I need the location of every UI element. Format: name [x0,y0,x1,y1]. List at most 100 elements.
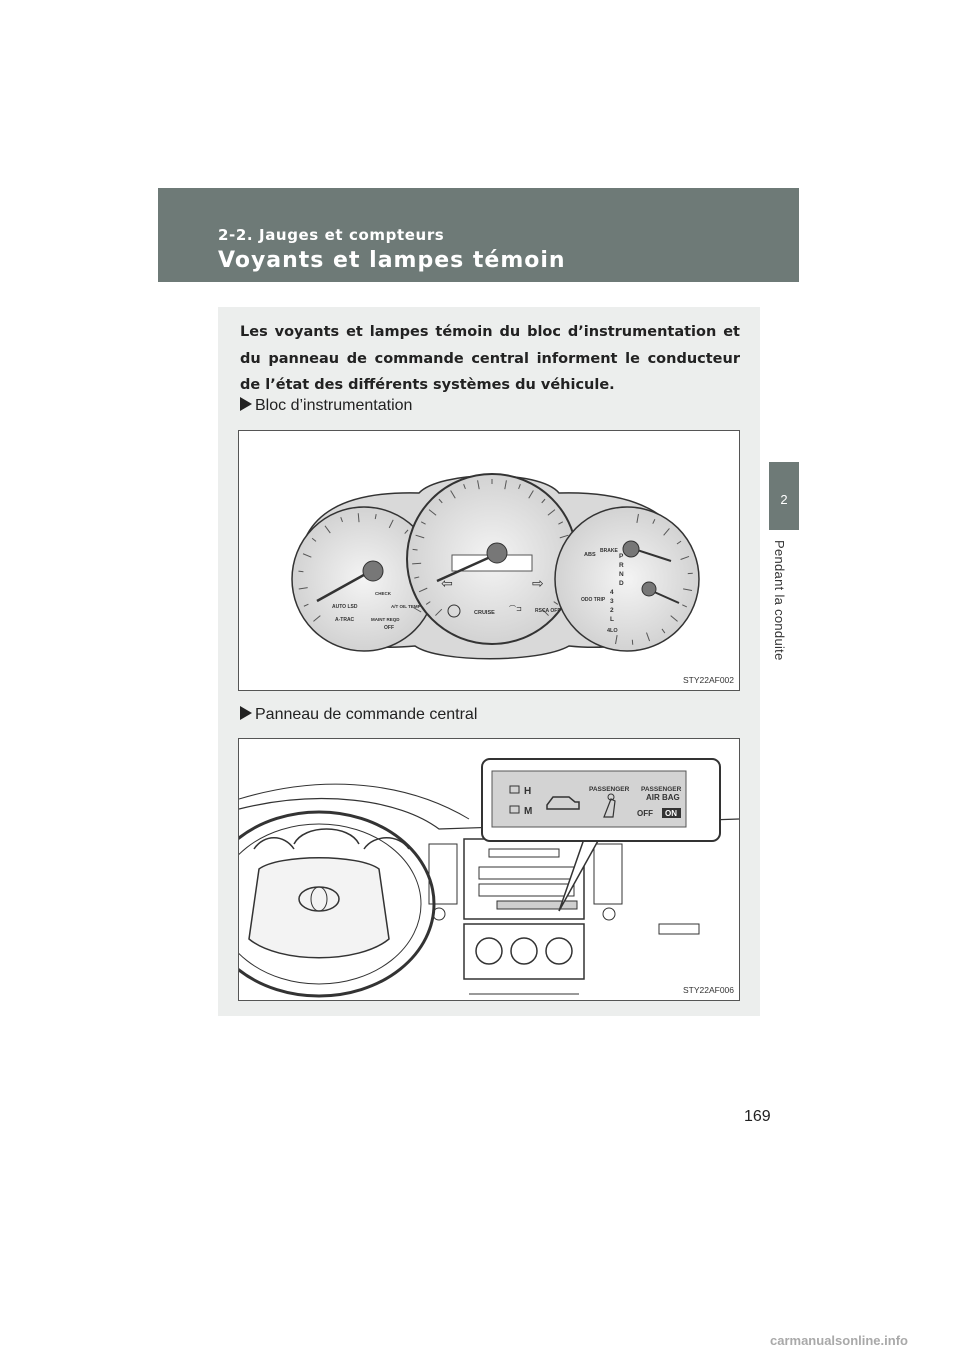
airbag-indicator-display [491,770,687,828]
turn-left-arrow-icon: ⇦ [441,575,453,591]
header-bar: 2-2. Jauges et compteurs Voyants et lamp… [158,188,799,282]
gauge-tick [311,537,317,542]
tire-pressure-icon [447,604,461,618]
a-trac-label: A-TRAC [335,617,355,623]
intro-paragraph: Les voyants et lampes témoin du bloc d’i… [240,324,740,393]
gauge-tick [303,603,309,607]
rsca-off-label: RSCA OFF [535,608,560,614]
gauge-tick [340,517,343,523]
gauge-tick [374,514,377,520]
gauge-tick [298,587,308,590]
tachometer-needle [316,569,372,603]
gear-letter: R [619,562,624,569]
temp-gauge-needle [651,590,680,604]
gauge-tick [413,607,422,613]
gauge-tick [415,534,425,539]
on-indicator-bg [662,808,681,818]
figure-code: STY22AF006 [682,985,734,995]
abs-label: ABS [584,552,596,558]
gauge-tick [652,518,656,524]
chapter-tab: 2 [769,462,799,530]
auto-lsd-label: AUTO LSD [332,604,358,610]
subheading-center-panel: Panneau de commande central [240,706,477,724]
off-label: OFF [384,625,394,631]
gauge-tick [425,601,431,605]
gauge-tick [670,615,678,622]
right-air-vent [593,843,623,905]
gauge-tick [615,635,618,645]
gauge-tick [313,615,321,622]
subheading-text: Panneau de commande central [255,706,478,723]
passenger-airbag-indicator-panel [496,900,578,910]
gauge-tick [682,604,688,608]
chapter-label: Pendant la conduite [772,540,787,661]
gauge-tick [302,553,312,558]
gauge-tick [463,484,466,490]
h-label: H [524,786,531,797]
four-lo-label: 4LO [607,628,618,634]
cruise-label: CRUISE [474,610,495,616]
gauge-tick [418,587,428,593]
gauge-tick [412,548,418,551]
page-title: Voyants et lampes témoin [218,248,566,273]
triangle-arrow-icon [240,706,252,720]
center-panel-figure: H M PASSENGER PASSENGER AIR BAG OFF ON S… [238,738,740,1001]
gauge-tick [663,528,670,536]
chapter-number: 2 [780,492,788,507]
off-indicator: OFF [637,809,653,818]
subheading-text: Bloc d’instrumentation [255,397,413,414]
gear-letter: 2 [610,607,614,614]
gauge-tick [388,519,394,529]
section-label: 2-2. Jauges et compteurs [218,226,445,244]
check-label: CHECK [375,591,392,596]
seatbelt-icon [603,798,616,818]
gauge-tick [450,490,456,499]
temp-gauge-hub [641,581,657,597]
m-label: M [524,806,532,817]
subheading-instrument-cluster: Bloc d’instrumentation [240,397,412,415]
gauge-tick [558,521,564,525]
triangle-arrow-icon [240,397,252,411]
gauge-tick [420,521,426,525]
vehicle-icon [546,796,580,810]
gauge-tick [541,608,549,616]
fuel-temp-gauge [554,506,700,652]
gauge-tick [414,576,420,579]
gauge-tick [680,555,690,560]
gauge-tick [435,608,443,616]
odo-trip-label: ODO TRIP [581,597,606,603]
gear-letter: 4 [610,589,614,596]
gauge-tick [477,480,480,490]
gauge-tick [518,484,521,490]
gear-letter: D [619,580,624,587]
gear-letter: L [610,616,614,623]
on-indicator: ON [665,809,677,818]
gauge-tick [547,509,556,516]
air-bag-label: AIR BAG [646,793,680,802]
gauge-tick [559,534,569,539]
left-air-vent [428,843,458,905]
gauge-tick [438,498,443,504]
gauge-tick [541,498,546,504]
speedometer-hub [486,542,508,564]
gauge-tick [412,562,422,565]
gauge-tick [428,509,437,516]
gauge-tick [676,540,682,545]
gauge-tick [404,529,409,534]
instrument-cluster-figure: ⇦ ⇨ CRUISE ⌒⊐ RSCA OFF ABS BRAKE ODO TRI… [238,430,740,691]
center-panel-illustration: H M PASSENGER PASSENGER AIR BAG OFF ON [239,758,739,998]
at-oil-temp-label: A/T OIL TEMP [391,604,421,609]
gauge-tick [528,490,534,499]
steering-hub [248,857,390,959]
tachometer-hub [362,560,384,582]
gauge-tick [553,601,559,605]
turn-right-arrow-icon: ⇨ [532,575,544,591]
watermark: carmanualsonline.info [770,1333,908,1348]
gauge-tick [636,513,639,523]
page-number: 169 [744,1108,771,1125]
gauge-tick [298,570,304,573]
passenger-label-1: PASSENGER [589,786,630,793]
brake-label: BRAKE [600,548,618,554]
content-box: Les voyants et lampes témoin du bloc d’i… [218,307,760,1016]
